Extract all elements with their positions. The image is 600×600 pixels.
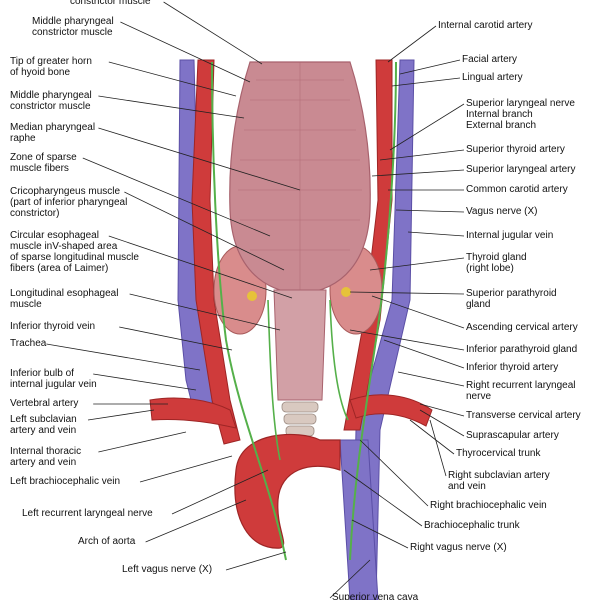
label-thyrocervical: Thyrocervical trunk — [456, 448, 541, 459]
leader-sparse-fibers — [82, 157, 271, 237]
leader-inferior-thyroid-vein — [119, 326, 233, 351]
label-right-subclavian: Right subclavian artery and vein — [448, 470, 550, 492]
label-internal-jugular: Internal jugular vein — [466, 230, 554, 241]
leader-trachea — [46, 343, 201, 371]
label-inferior-thyroid-vein: Inferior thyroid vein — [10, 321, 96, 332]
label-transverse-cervical: Transverse cervical artery — [466, 410, 581, 421]
label-longitudinal-esophageal: Longitudinal esophageal muscle — [10, 288, 119, 310]
leader-brachiocephalic-trunk — [343, 469, 423, 527]
leader-internal-carotid — [387, 25, 437, 63]
right-common-carotid-artery — [343, 59, 393, 431]
leader-cricopharyngeus — [124, 191, 285, 271]
leader-right-vagus — [351, 519, 409, 549]
left-common-carotid-artery — [191, 59, 241, 445]
leader-lingual-artery — [391, 77, 461, 87]
label-internal-carotid: Internal carotid artery — [438, 20, 533, 31]
label-left-recurrent-laryngeal: Left recurrent laryngeal nerve — [22, 508, 153, 519]
label-suprascapular: Suprascapular artery — [466, 430, 559, 441]
leader-vagus-nerve — [395, 209, 465, 213]
leader-middle-pharyngeal-2 — [98, 95, 245, 119]
leader-facial-artery — [399, 59, 461, 75]
label-middle-pharyngeal-2: Middle pharyngeal constrictor muscle — [10, 90, 92, 112]
label-vagus-nerve: Vagus nerve (X) — [466, 206, 538, 217]
leader-suprascapular — [419, 409, 465, 437]
label-median-raphe: Median pharyngeal raphe — [10, 122, 96, 144]
label-tip-hyoid: Tip of greater horn of hyoid bone — [10, 56, 92, 78]
left-parathyroid-gland — [247, 291, 257, 301]
left-vagus-nerve — [211, 61, 287, 561]
label-cricopharyngeus: Cricopharyngeus muscle (part of inferior… — [10, 186, 128, 219]
label-trachea: Trachea — [10, 338, 47, 349]
label-vertebral-artery: Vertebral artery — [10, 398, 79, 409]
label-inferior-parathyroid: Inferior parathyroid gland — [466, 344, 578, 355]
label-facial-artery: Facial artery — [462, 54, 518, 65]
leader-ascending-cervical — [371, 295, 465, 329]
leader-inferior-bulb — [93, 373, 197, 391]
label-left-vagus: Left vagus nerve (X) — [122, 564, 213, 575]
label-thyroid-gland: Thyroid gland (right lobe) — [466, 252, 527, 274]
leader-transverse-cervical — [419, 403, 465, 417]
leader-inferior-thyroid-artery — [383, 339, 465, 369]
esophagus — [273, 289, 327, 401]
leader-right-recurrent-laryngeal — [397, 371, 465, 387]
label-common-carotid: Common carotid artery — [466, 184, 568, 195]
leader-right-subclavian — [429, 419, 447, 477]
leader-thyrocervical — [409, 419, 455, 455]
superior-vena-cava — [339, 439, 379, 600]
label-superior-laryngeal-artery: Superior laryngeal artery — [466, 164, 576, 175]
leader-internal-thoracic — [98, 431, 187, 453]
label-sparse-fibers: Zone of sparse muscle fibers — [10, 152, 77, 174]
pharynx-fibers — [238, 62, 362, 290]
leader-superior-parathyroid — [349, 291, 465, 295]
label-inferior-thyroid-artery: Inferior thyroid artery — [466, 362, 559, 373]
leader-superior-thyroid-artery — [379, 149, 465, 161]
label-arch-aorta: Arch of aorta — [78, 536, 136, 547]
leader-tip-hyoid — [108, 61, 237, 97]
label-left-subclavian: Left subclavian artery and vein — [10, 414, 77, 436]
label-internal-thoracic: Internal thoracic artery and vein — [10, 446, 82, 468]
leader-left-recurrent-laryngeal — [171, 469, 269, 515]
leader-left-subclavian — [87, 409, 155, 421]
recurrent-laryngeal-nerves — [267, 299, 349, 461]
label-right-vagus: Right vagus nerve (X) — [410, 542, 507, 553]
leader-svc — [329, 559, 371, 599]
label-brachiocephalic-trunk: Brachiocephalic trunk — [424, 520, 520, 531]
label-superior-laryngeal-nerve: Superior laryngeal nerve Internal branch… — [466, 98, 575, 131]
leader-top-cut — [163, 1, 263, 65]
label-left-brachiocephalic-vein: Left brachiocephalic vein — [10, 476, 121, 487]
label-superior-thyroid-artery: Superior thyroid artery — [466, 144, 565, 155]
leader-left-brachiocephalic-vein — [139, 455, 233, 483]
label-inferior-bulb: Inferior bulb of internal jugular vein — [10, 368, 97, 390]
leader-left-vagus — [225, 551, 287, 571]
leader-superior-laryngeal-nerve — [389, 103, 465, 151]
label-circular-esophageal: Circular esophageal muscle inV-shaped ar… — [10, 230, 139, 274]
leader-right-brachiocephalic — [359, 439, 429, 507]
label-right-brachiocephalic: Right brachiocephalic vein — [430, 500, 547, 511]
leader-middle-pharyngeal-1 — [120, 21, 251, 83]
right-vagus-nerve — [349, 61, 397, 561]
leader-thyroid-gland — [369, 257, 465, 271]
leader-longitudinal-esophageal — [129, 293, 281, 331]
aortic-arch — [234, 433, 341, 549]
leader-internal-jugular — [407, 231, 465, 237]
leader-circular-esophageal — [108, 235, 293, 299]
label-middle-pharyngeal-1: Middle pharyngeal constrictor muscle — [32, 16, 114, 38]
right-parathyroid-gland — [341, 287, 351, 297]
label-right-recurrent-laryngeal: Right recurrent laryngeal nerve — [466, 380, 576, 402]
label-top-cut: constrictor muscle — [70, 0, 151, 7]
leader-superior-laryngeal-artery — [371, 169, 465, 177]
label-ascending-cervical: Ascending cervical artery — [466, 322, 578, 333]
leader-median-raphe — [98, 127, 301, 191]
label-svc: Superior vena cava — [332, 592, 419, 600]
right-subclavian-vessels — [349, 394, 433, 427]
leader-inferior-parathyroid — [349, 329, 465, 351]
leader-arch-aorta — [145, 499, 247, 543]
trachea — [281, 401, 319, 437]
left-subclavian-vessels — [149, 397, 237, 429]
label-superior-parathyroid: Superior parathyroid gland — [466, 288, 557, 310]
label-lingual-artery: Lingual artery — [462, 72, 523, 83]
